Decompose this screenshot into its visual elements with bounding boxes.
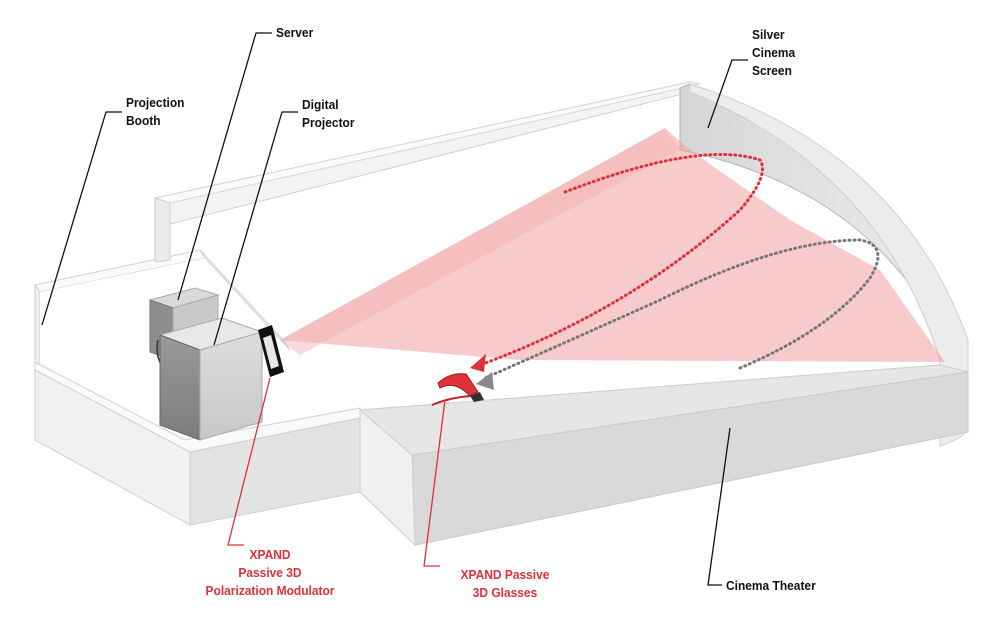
label-server: Server <box>276 25 314 40</box>
projection-beam-upper <box>280 128 680 355</box>
leader-lines <box>41 32 748 586</box>
polarization-modulator-icon <box>258 325 284 377</box>
gray-arrowhead <box>476 372 494 390</box>
projection-beam <box>280 128 945 362</box>
leader-cinema-theater <box>707 427 731 586</box>
leader-digital-projector <box>213 111 298 346</box>
digital-projector-icon <box>158 317 264 441</box>
booth-divider-wall <box>199 249 291 351</box>
leader-projection-booth <box>41 111 122 326</box>
label-cinema-theater: Cinema Theater <box>726 578 816 593</box>
gray-light-path <box>483 238 880 380</box>
leader-server <box>177 32 272 301</box>
label-3d-glasses: XPAND Passive 3D Glasses <box>460 567 550 600</box>
leader-glasses <box>423 399 446 567</box>
leader-silver-screen <box>707 59 748 129</box>
label-digital-projector: Digital Projector <box>302 97 355 130</box>
booth-inner-wall <box>154 197 171 263</box>
booth-front-wall-right <box>189 417 361 526</box>
red-light-path <box>478 152 764 367</box>
label-projection-booth: Projection Booth <box>126 95 185 128</box>
projector-front-face <box>199 331 263 441</box>
red-arrowhead <box>470 354 486 372</box>
label-polarization-modulator: XPAND Passive 3D Polarization Modulator <box>205 547 335 598</box>
booth-left-wall-face <box>34 283 41 372</box>
3d-glasses-icon <box>431 373 484 406</box>
leader-modulator <box>227 377 271 546</box>
projector-left-face <box>159 334 201 441</box>
label-silver-cinema-screen: Silver Cinema Screen <box>752 27 796 78</box>
